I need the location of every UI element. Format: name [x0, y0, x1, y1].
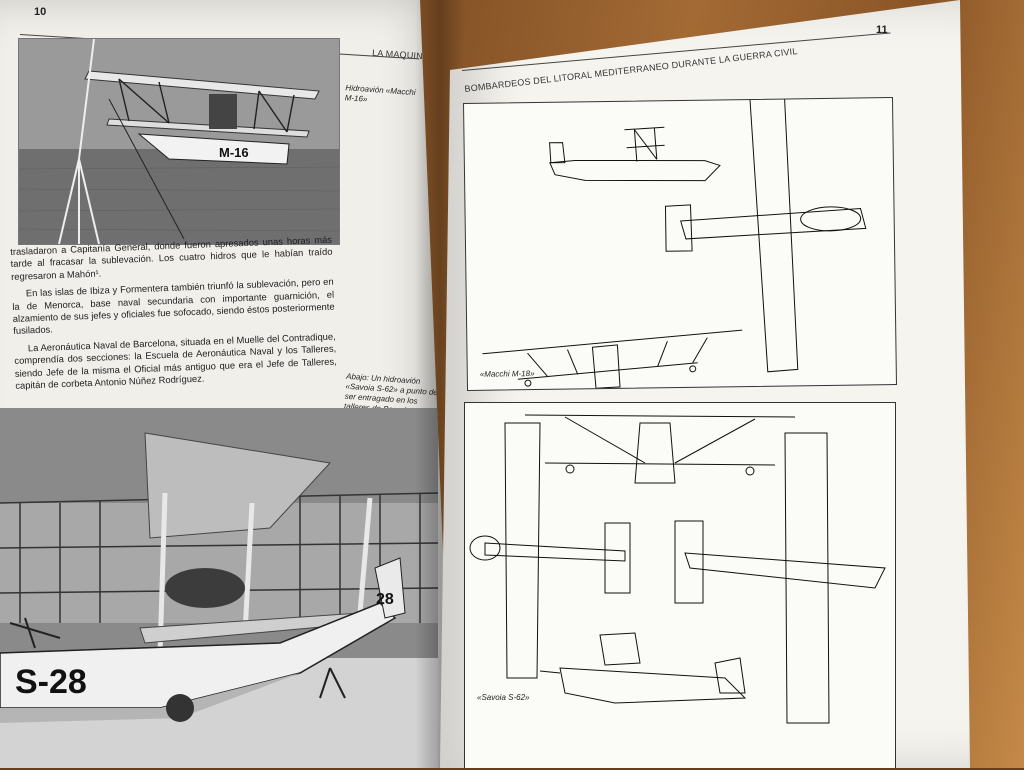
savoia-s62-drawing-frame: «Savoia S-62» [464, 402, 896, 768]
right-page: 11 BOMBARDEOS DEL LITORAL MEDITERRANEO D… [440, 0, 970, 768]
savoia-photo-illustration: S-28 28 [0, 408, 438, 768]
macchi-hull-marking: M-16 [219, 145, 249, 160]
savoia-s62-label: «Savoia S-62» [477, 693, 530, 702]
body-paragraph-2: En las islas de Ibiza y Formentera tambi… [12, 275, 335, 337]
savoia-hangar-photo: S-28 28 [0, 408, 438, 768]
macchi-seaplane-photo: M-16 [18, 38, 340, 245]
top-photo-caption: Hidroavión «Macchi M-16» [344, 83, 416, 104]
body-text-column: trasladaron a Capitanía General, donde f… [10, 234, 338, 398]
left-page-number: 10 [34, 6, 47, 18]
savoia-hull-marking: S-28 [15, 663, 87, 701]
savoia-s62-line-drawing [469, 414, 886, 724]
left-page: 10 LA MAQUINA Y LA HISTORIA [0, 0, 452, 768]
macchi-m18-drawing-frame: «Macchi M-18» [463, 97, 897, 391]
macchi-m18-line-drawing [482, 98, 867, 389]
macchi-m18-label: «Macchi M-18» [479, 369, 535, 379]
right-page-number: 11 [876, 24, 888, 36]
macchi-photo-illustration: M-16 [19, 39, 339, 244]
savoia-tail-marking: 28 [376, 591, 394, 608]
body-paragraph-3: La Aeronáutica Naval de Barcelona, situa… [14, 330, 337, 391]
